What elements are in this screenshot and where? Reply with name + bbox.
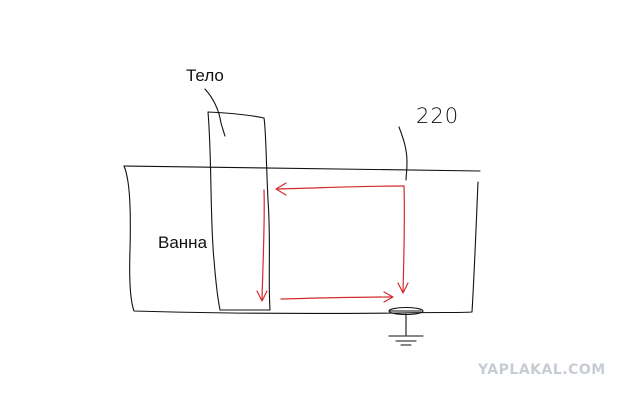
current-top-arrowhead [275,182,287,196]
body-label: Тело [186,66,224,85]
live-wire [398,126,408,181]
site-watermark: YAPLAKAL.COM [478,362,606,378]
ground-symbol-icon [388,306,424,346]
current-flow-path [256,182,409,303]
current-top-segment [276,185,405,190]
water-surface-line [123,165,481,172]
bathtub-label: Ванна [158,233,208,252]
current-left-arrowhead [256,290,268,302]
body-pointer-line [204,88,226,137]
current-bottom-segment [280,296,393,300]
human-body-outline [207,111,271,311]
current-bottom-arrowhead [383,291,394,303]
voltage-label: 220 [416,104,460,128]
current-right-arrowhead [397,282,409,294]
current-right-segment [402,185,406,293]
current-left-segment [261,189,265,301]
bathtub-outline [123,165,479,314]
